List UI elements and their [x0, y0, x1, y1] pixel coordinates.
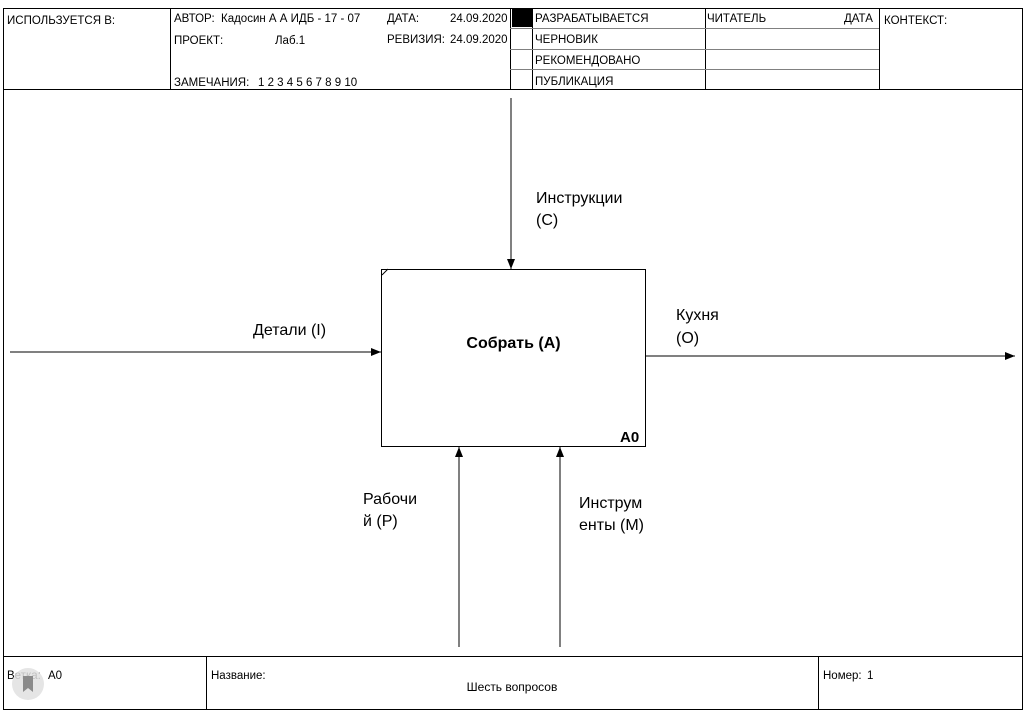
revision-label: РЕВИЗИЯ:	[387, 34, 445, 46]
status-row-divider-2	[510, 49, 879, 50]
control-label-line1: Инструкции	[536, 190, 623, 207]
mechanism-workers-label-line1: Рабочи	[363, 491, 418, 508]
date-label: ДАТА:	[387, 13, 420, 25]
footer-divider-2	[818, 656, 819, 710]
status-marker	[512, 9, 532, 27]
input-label: Детали (I)	[253, 322, 327, 339]
control-label-line2: (C)	[536, 212, 559, 229]
date-value: 24.09.2020	[450, 13, 508, 25]
diagram-frame	[3, 8, 1023, 710]
revision-value: 24.09.2020	[450, 34, 508, 46]
function-box-title: Собрать (A)	[466, 335, 561, 352]
status-draft: ЧЕРНОВИК	[535, 34, 598, 46]
footer-top-border	[3, 656, 1023, 657]
mechanism-tools-label-line1: Инструм	[579, 495, 643, 512]
header-divider-3	[532, 8, 533, 89]
output-label-line2: (O)	[676, 330, 700, 347]
context-label: КОНТЕКСТ:	[884, 15, 948, 27]
notes-label: ЗАМЕЧАНИЯ:	[174, 77, 250, 89]
notes-value: 1 2 3 4 5 6 7 8 9 10	[258, 77, 358, 89]
node-value: A0	[48, 670, 63, 682]
used-in-label: ИСПОЛЬЗУЕТСЯ В:	[7, 15, 116, 27]
function-box-id: A0	[620, 429, 640, 446]
bookmark-button[interactable]	[12, 668, 44, 700]
title-value: Шесть вопросов	[466, 680, 558, 694]
status-publication: ПУБЛИКАЦИЯ	[535, 76, 614, 88]
number-label: Номер:	[823, 670, 862, 682]
status-recommended: РЕКОМЕНДОВАНО	[535, 55, 641, 67]
header-divider-1	[170, 8, 171, 89]
mechanism-workers-label-line2: й (P)	[363, 513, 398, 530]
header-divider-5	[879, 8, 880, 89]
header-bottom-border	[3, 89, 1023, 90]
function-box[interactable]	[381, 269, 646, 447]
author-value: Кадосин А А ИДБ - 17 - 07	[221, 13, 361, 25]
header-divider-4	[705, 8, 706, 89]
project-label: ПРОЕКТ:	[174, 35, 224, 47]
reader-date-label: ДАТА	[844, 13, 873, 25]
footer-divider-1	[206, 656, 207, 710]
mechanism-tools-label-line2: енты (M)	[579, 517, 644, 534]
author-label: АВТОР:	[174, 13, 215, 25]
box-corner-mark	[381, 268, 389, 276]
reader-label: ЧИТАТЕЛЬ	[707, 13, 767, 25]
title-label: Название:	[211, 670, 266, 682]
output-label-line1: Кухня	[676, 307, 719, 324]
status-row-divider-1	[510, 28, 879, 29]
number-value: 1	[867, 670, 874, 682]
project-value: Лаб.1	[275, 35, 306, 47]
status-developing: РАЗРАБАТЫВАЕТСЯ	[535, 13, 649, 25]
header-divider-2	[510, 8, 511, 89]
status-row-divider-3	[510, 69, 879, 70]
bookmark-icon	[23, 676, 33, 692]
